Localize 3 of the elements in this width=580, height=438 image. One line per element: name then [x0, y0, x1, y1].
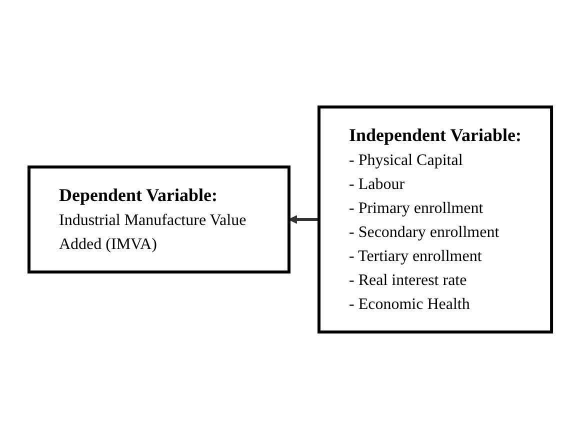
- node-box: Dependent Variable: Industrial Manufacture Value Added (IMVA): [27, 165, 290, 273]
- node-box: Independent Variable: - Physical Capital - Labour - Primary enrollment - Secondary enrollment - Tertiary enrollment - Real interest rate - Economic Health: [317, 105, 553, 333]
- arrow: [288, 214, 319, 224]
